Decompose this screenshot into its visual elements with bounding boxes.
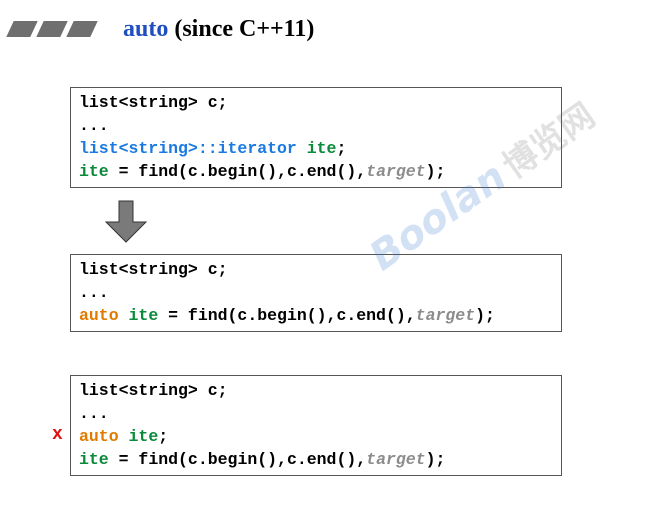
iterator-variable: ite (118, 306, 159, 325)
target-arg: target (366, 450, 426, 469)
iterator-variable: ite (79, 162, 109, 181)
title-keyword: auto (123, 16, 169, 42)
code-line: list<string> c; (79, 381, 228, 400)
code-line: list<string> c; (79, 260, 228, 279)
code-line: auto ite; (79, 425, 553, 448)
code-line: ite = find(c.begin(),c.end(),target); (79, 160, 553, 183)
find-call: = find(c.begin(),c.end(), (108, 450, 367, 469)
code-punct: ); (425, 450, 446, 469)
error-mark: x (52, 425, 63, 445)
code-line: list<string>::iterator ite; (79, 137, 553, 160)
target-arg: target (415, 306, 476, 325)
code-line: ... (79, 283, 109, 302)
code-punct: ); (475, 306, 495, 325)
code-punct: ); (425, 162, 446, 181)
code-line: ite = find(c.begin(),c.end(),target); (79, 448, 553, 471)
title-decoration (6, 14, 100, 44)
down-arrow-icon (104, 200, 148, 243)
code-line: auto ite = find(c.begin(),c.end(),target… (79, 304, 553, 327)
code-line: ... (79, 116, 109, 135)
target-arg: target (366, 162, 426, 181)
code-block-auto: list<string> c;... auto ite = find(c.begi… (70, 254, 562, 332)
code-punct: ; (158, 427, 169, 446)
iterator-variable: ite (118, 427, 159, 446)
code-line: list<string> c; (79, 93, 228, 112)
parallelogram-icon (36, 21, 68, 37)
code-punct: ; (336, 139, 347, 158)
find-call: = find(c.begin(),c.end(), (108, 162, 367, 181)
find-call: = find(c.begin(),c.end(), (158, 306, 416, 325)
title-rest: (since C++11) (168, 16, 315, 42)
iterator-variable: ite (79, 450, 109, 469)
auto-keyword: auto (79, 306, 119, 325)
code-line: ... (79, 404, 109, 423)
iterator-type: list<string>::iterator (79, 139, 297, 158)
page-title: auto (since C++11) (123, 14, 314, 44)
auto-keyword: auto (79, 427, 119, 446)
code-block-explicit-iterator: list<string> c;...list<string>::iterator… (70, 87, 562, 188)
code-block-auto-error: list<string> c;...auto ite;ite = find(c.… (70, 375, 562, 476)
parallelogram-icon (6, 21, 38, 37)
iterator-variable: ite (296, 139, 337, 158)
parallelogram-icon (66, 21, 98, 37)
